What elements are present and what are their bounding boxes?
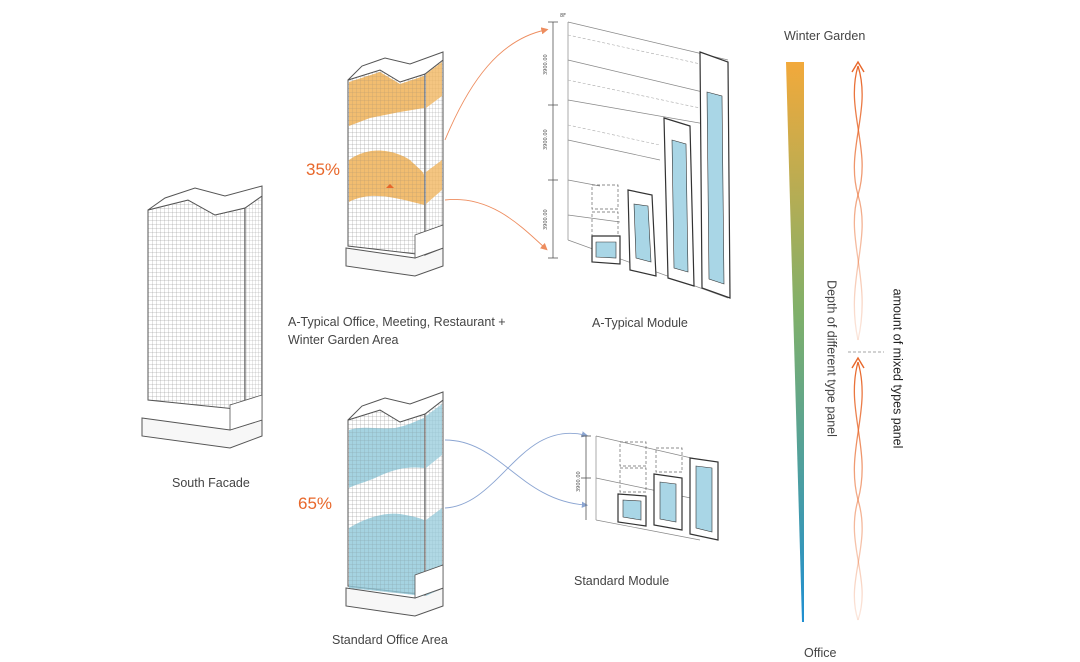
depth-axis-label: Depth of different type panel [824, 280, 839, 437]
office-label: Office [804, 646, 837, 660]
atypical-tower [345, 51, 444, 277]
atypical-percentage: 35% [306, 160, 341, 179]
floor-dimension-1: 3900.00 [543, 54, 549, 75]
floor-dimension-3: 3900.00 [543, 209, 549, 230]
standard-module-label: Standard Module [574, 574, 670, 588]
floor-dimension-2: 3900.00 [543, 129, 549, 150]
standard-area-label: Standard Office Area [332, 633, 448, 647]
south-facade-tower [141, 185, 263, 449]
south-facade-label: South Facade [172, 476, 250, 490]
atypical-module: 8F 3900.00 3900.00 3900.00 [543, 13, 731, 299]
standard-percentage: 65% [298, 494, 333, 513]
winter-garden-label: Winter Garden [784, 29, 866, 43]
mixed-axis-label: amount of mixed types panel [890, 288, 905, 449]
mixed-types-helix [851, 60, 865, 621]
atypical-connectors [444, 27, 549, 251]
top-level-label: 8F [560, 13, 566, 19]
standard-tower [345, 391, 444, 617]
standard-connectors [444, 431, 589, 509]
atypical-module-label: A-Typical Module [592, 316, 688, 330]
standard-floor-dimension: 3900.00 [576, 471, 582, 492]
atypical-area-label-line2: Winter Garden Area [288, 333, 399, 347]
standard-module: 3900.00 [576, 435, 719, 541]
atypical-area-label-line1: A-Typical Office, Meeting, Restaurant + [288, 315, 506, 329]
depth-gradient-wedge [786, 62, 804, 622]
